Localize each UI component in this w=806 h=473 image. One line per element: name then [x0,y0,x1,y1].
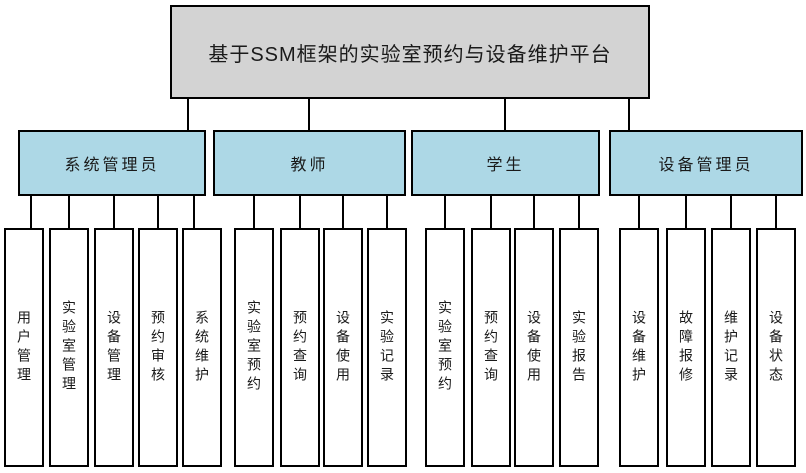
connector-user-management [30,196,32,228]
leaf-label: 系统维护 [194,309,210,386]
leaf-student-reservation-query: 预约查询 [471,228,511,467]
connector-teacher-reservation-query [299,196,301,228]
leaf-equipment-maintenance: 设备维护 [619,228,659,467]
connector-system-maintenance [193,196,195,228]
root-node-platform: 基于SSM框架的实验室预约与设备维护平台 [170,5,650,99]
platform-title: 基于SSM框架的实验室预约与设备维护平台 [208,43,612,66]
role-node-student: 学生 [411,130,600,196]
connector-teacher-equipment-use [342,196,344,228]
leaf-maintenance-record: 维护记录 [711,228,751,467]
leaf-lab-management: 实验室管理 [49,228,89,467]
connector-equipment-management [113,196,115,228]
connector-student-lab-reservation [444,196,446,228]
leaf-student-equipment-use: 设备使用 [514,228,554,467]
role-label: 系统管理员 [64,157,160,174]
role-label: 设备管理员 [658,157,754,174]
connector-teacher-lab-reservation [253,196,255,228]
leaf-equipment-management: 设备管理 [94,228,134,467]
connector-reservation-review [157,196,159,228]
leaf-teacher-equipment-use: 设备使用 [323,228,363,467]
connector-student-experiment-report [578,196,580,228]
leaf-label: 维护记录 [723,309,739,386]
role-node-equipment-admin: 设备管理员 [609,130,803,196]
leaf-teacher-reservation-query: 预约查询 [280,228,320,467]
leaf-label: 实验室管理 [61,300,77,395]
leaf-teacher-experiment-record: 实验记录 [367,228,407,467]
leaf-equipment-status: 设备状态 [756,228,796,467]
connector-root-system-admin [187,99,189,130]
leaf-label: 实验室预约 [437,300,453,395]
leaf-user-management: 用户管理 [4,228,44,467]
connector-student-reservation-query [490,196,492,228]
leaf-student-lab-reservation: 实验室预约 [425,228,465,467]
leaf-label: 设备维护 [631,309,647,386]
connector-root-student [504,99,506,130]
leaf-fault-repair: 故障报修 [666,228,706,467]
leaf-label: 预约查询 [483,309,499,386]
leaf-label: 实验报告 [571,309,587,386]
leaf-label: 故障报修 [678,309,694,386]
role-label: 学生 [486,157,525,174]
connector-lab-management [68,196,70,228]
leaf-label: 设备使用 [335,309,351,386]
connector-student-equipment-use [533,196,535,228]
connector-root-teacher [308,99,310,130]
connector-equipment-maintenance [638,196,640,228]
leaf-student-experiment-report: 实验报告 [559,228,599,467]
leaf-label: 设备使用 [526,309,542,386]
role-node-teacher: 教师 [213,130,406,196]
leaf-label: 预约查询 [292,309,308,386]
leaf-teacher-lab-reservation: 实验室预约 [234,228,274,467]
role-label: 教师 [290,157,329,174]
leaf-system-maintenance: 系统维护 [182,228,222,467]
role-node-system-admin: 系统管理员 [18,130,206,196]
leaf-label: 设备管理 [106,309,122,386]
connector-root-equipment-admin [628,99,630,130]
connector-fault-repair [685,196,687,228]
leaf-label: 实验室预约 [246,300,262,395]
leaf-label: 设备状态 [768,309,784,386]
leaf-label: 实验记录 [379,309,395,386]
connector-teacher-experiment-record [386,196,388,228]
leaf-label: 用户管理 [16,309,32,386]
leaf-reservation-review: 预约审核 [138,228,178,467]
connector-equipment-status [775,196,777,228]
leaf-label: 预约审核 [150,309,166,386]
connector-maintenance-record [730,196,732,228]
